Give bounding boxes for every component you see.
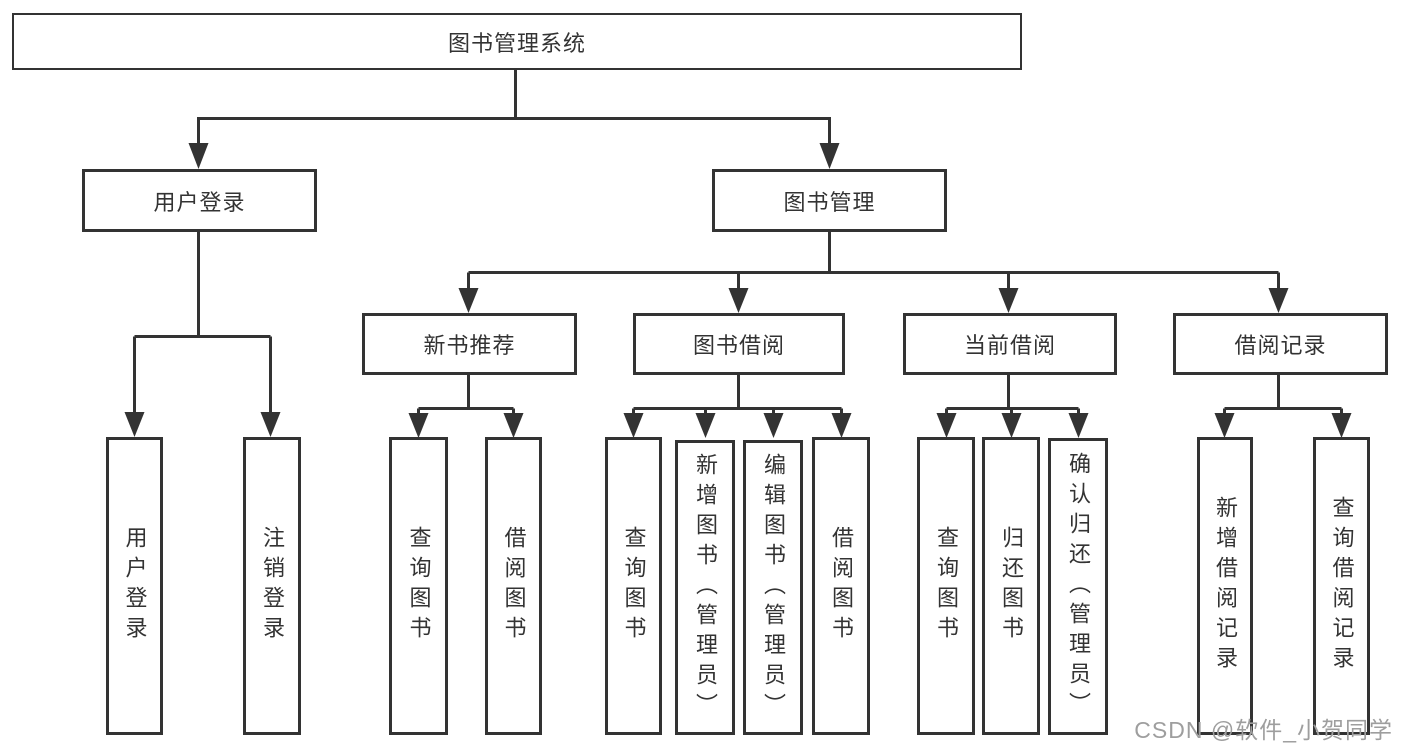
node-label: 新书推荐 xyxy=(423,333,516,358)
arrow-down-icon xyxy=(728,288,749,313)
watermark: CSDN @软件_小贺同学 xyxy=(1134,717,1393,743)
node-label: 用户登录 xyxy=(153,189,246,215)
node-borrow-records: 借阅记录 xyxy=(1173,313,1388,375)
leaf-add-books-admin: 新增图书（管理员） xyxy=(675,440,735,735)
node-label: 注销登录 xyxy=(260,526,285,646)
node-label: 查询图书 xyxy=(934,526,959,646)
node-current-borrow: 当前借阅 xyxy=(903,313,1117,375)
arrow-down-icon xyxy=(936,413,957,438)
arrow-down-icon xyxy=(1331,413,1352,438)
connector-line xyxy=(197,70,831,147)
node-library-management-system: 图书管理系统 xyxy=(12,13,1022,70)
arrow-down-icon xyxy=(819,143,840,169)
node-label: 当前借阅 xyxy=(963,333,1056,358)
node-label: 新增图书（管理员） xyxy=(693,452,718,723)
node-user-login: 用户登录 xyxy=(82,169,317,232)
connector-line xyxy=(417,375,515,416)
connector-line xyxy=(1223,375,1343,416)
connector-book-management-to-level3 xyxy=(458,232,1289,313)
connector-borrow-records-to-leaves xyxy=(1214,375,1352,438)
arrow-down-icon xyxy=(763,413,784,438)
leaf-query-books-recommend: 查询图书 xyxy=(389,437,448,735)
arrow-down-icon xyxy=(1214,413,1235,438)
node-label: 图书管理 xyxy=(783,189,876,215)
node-label: 用户登录 xyxy=(122,526,148,646)
leaf-user-login: 用户登录 xyxy=(106,437,163,735)
arrow-down-icon xyxy=(831,413,852,438)
arrow-down-icon xyxy=(124,412,145,437)
node-label: 查询图书 xyxy=(406,526,432,646)
arrow-down-icon xyxy=(1001,413,1022,438)
node-book-borrow: 图书借阅 xyxy=(633,313,845,375)
node-label: 借阅图书 xyxy=(501,526,527,646)
node-new-book-recommend: 新书推荐 xyxy=(362,313,577,375)
leaf-logout: 注销登录 xyxy=(243,437,301,735)
leaf-query-books-current: 查询图书 xyxy=(917,437,975,735)
arrow-down-icon xyxy=(458,288,479,313)
connector-book-borrow-to-leaves xyxy=(623,375,852,438)
arrow-down-icon xyxy=(695,413,716,438)
connector-line xyxy=(632,375,843,416)
leaf-query-books-borrow: 查询图书 xyxy=(605,437,662,735)
leaf-return-books: 归还图书 xyxy=(982,437,1040,735)
leaf-borrow-books-recommend: 借阅图书 xyxy=(485,437,542,735)
arrow-down-icon xyxy=(260,412,281,437)
node-label: 图书借阅 xyxy=(692,333,785,358)
arrow-down-icon xyxy=(1068,413,1089,438)
node-label: 确认归还（管理员） xyxy=(1066,451,1091,722)
connector-new-book-recommend-to-leaves xyxy=(408,375,524,438)
arrow-down-icon xyxy=(623,413,644,438)
arrow-down-icon xyxy=(998,288,1019,313)
connector-current-borrow-to-leaves xyxy=(936,375,1089,438)
leaf-edit-books-admin: 编辑图书（管理员） xyxy=(743,440,803,735)
node-label: 归还图书 xyxy=(999,526,1024,646)
connector-line xyxy=(945,375,1080,416)
arrow-down-icon xyxy=(1268,288,1289,313)
arrow-down-icon xyxy=(408,413,429,438)
node-label: 借阅记录 xyxy=(1234,333,1327,358)
connector-line xyxy=(133,232,272,414)
node-label: 编辑图书（管理员） xyxy=(761,452,786,723)
leaf-confirm-return-admin: 确认归还（管理员） xyxy=(1048,438,1108,735)
arrow-down-icon xyxy=(188,143,209,169)
node-label: 新增借阅记录 xyxy=(1213,496,1238,676)
node-label: 查询借阅记录 xyxy=(1329,496,1355,676)
node-label: 借阅图书 xyxy=(829,526,854,646)
leaf-add-borrow-record: 新增借阅记录 xyxy=(1197,437,1253,735)
node-label: 查询图书 xyxy=(621,526,647,646)
connector-line xyxy=(467,232,1280,291)
node-label: 图书管理系统 xyxy=(447,30,586,56)
arrow-down-icon xyxy=(503,413,524,438)
node-book-management: 图书管理 xyxy=(712,169,947,232)
connector-user-login-to-leaves xyxy=(124,232,281,437)
leaf-query-borrow-record: 查询借阅记录 xyxy=(1313,437,1370,735)
connector-root-to-level2 xyxy=(188,70,840,169)
leaf-borrow-books: 借阅图书 xyxy=(812,437,870,735)
